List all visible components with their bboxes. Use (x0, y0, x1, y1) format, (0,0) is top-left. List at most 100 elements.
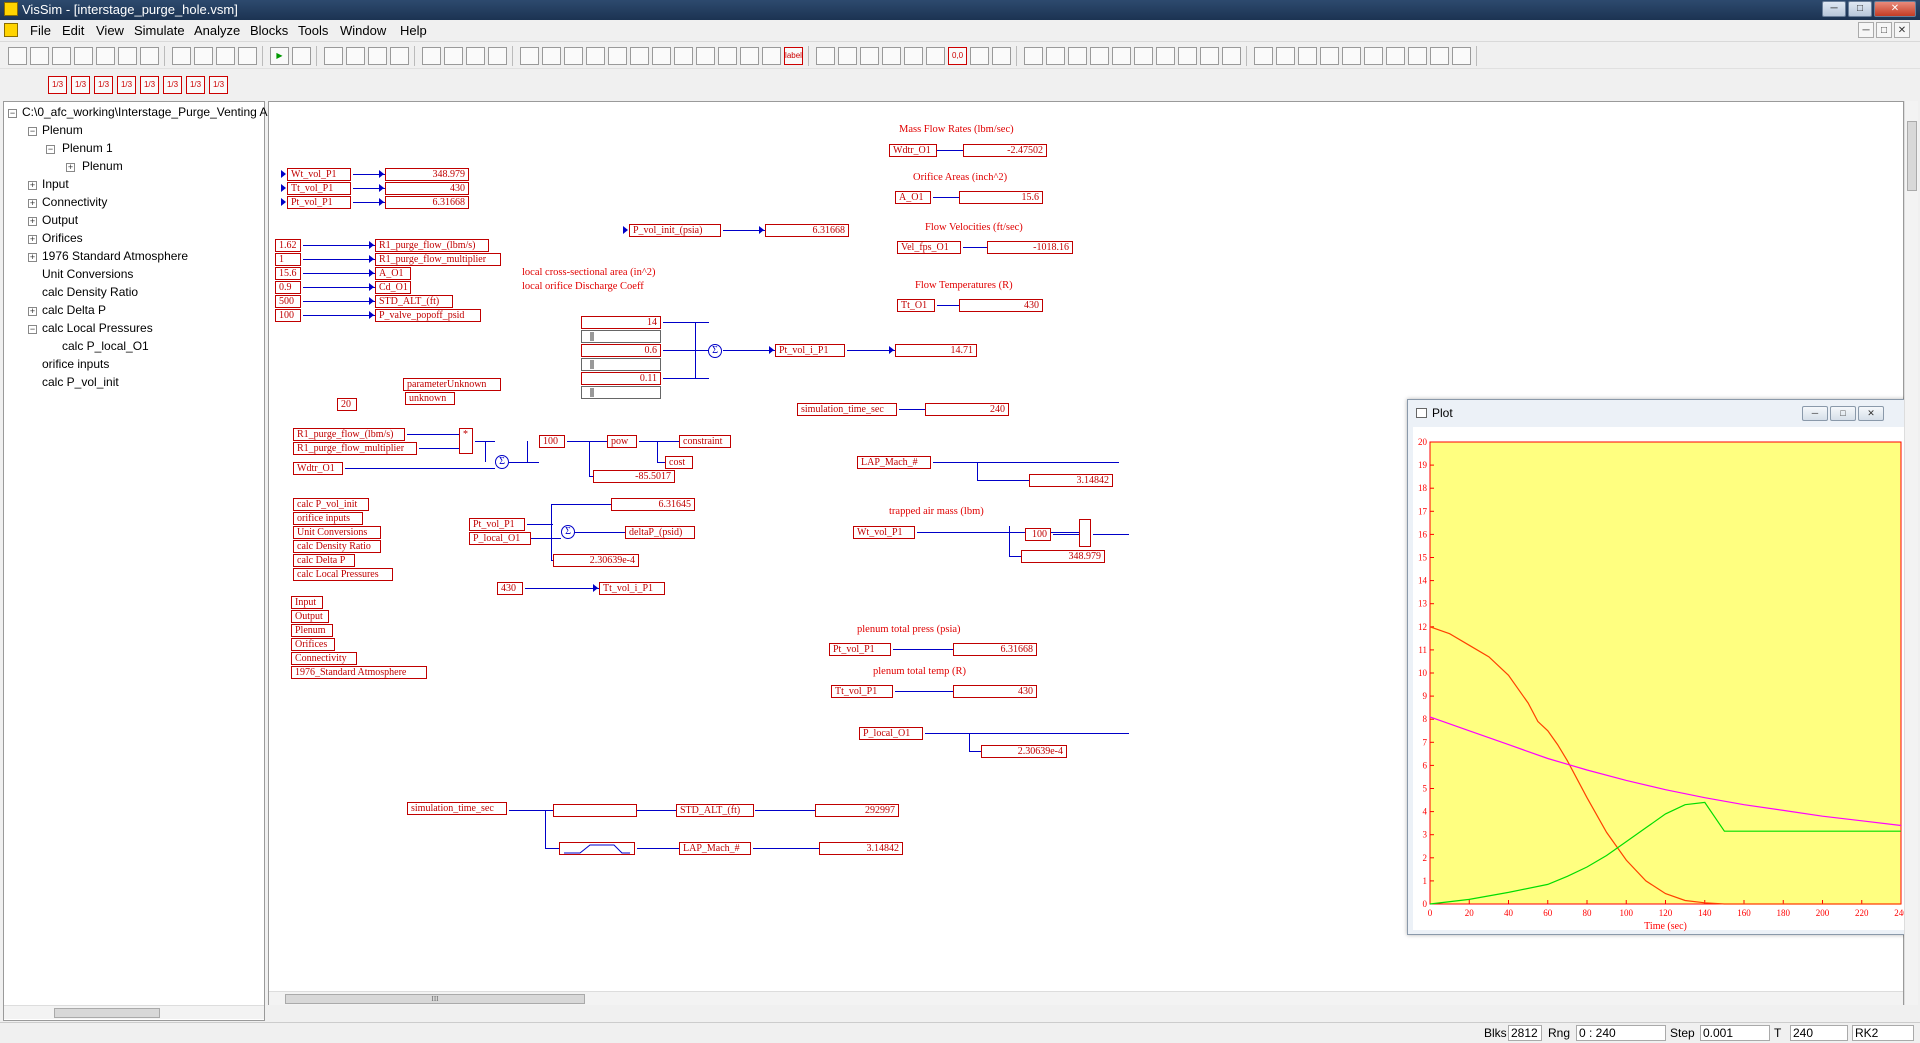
mdi-close-button[interactable]: ✕ (1894, 22, 1910, 38)
toolbar-b7-button[interactable] (520, 47, 539, 65)
display-block[interactable]: 6.31668 (953, 643, 1037, 656)
toolbar-block-button[interactable]: 1/3 (117, 76, 136, 94)
toolbar-paste-button[interactable] (140, 47, 159, 65)
toolbar-wire-in-button[interactable] (172, 47, 191, 65)
toolbar-b41-button[interactable] (1342, 47, 1361, 65)
toolbar-b32-button[interactable] (1134, 47, 1153, 65)
collapse-icon[interactable]: − (46, 144, 55, 154)
toolbar-b35-button[interactable] (1200, 47, 1219, 65)
collapse-icon[interactable]: − (28, 126, 37, 136)
const-block[interactable]: 20 (337, 398, 357, 411)
toolbar-wire-out-button[interactable] (194, 47, 213, 65)
gain-block[interactable]: 100 (539, 435, 565, 448)
compound-block[interactable]: Output (291, 610, 329, 623)
toolbar-demote-button[interactable] (238, 47, 257, 65)
toolbar-0,0-button[interactable]: 0,0 (948, 47, 967, 65)
toolbar-block-button[interactable]: 1/3 (186, 76, 205, 94)
expand-icon[interactable]: + (28, 306, 37, 316)
toolbar-reset-button[interactable] (346, 47, 365, 65)
tree-item-orifices[interactable]: Orifices (42, 231, 83, 245)
toolbar-b24-button[interactable] (926, 47, 945, 65)
tree-item-plenum-sub[interactable]: Plenum (82, 159, 123, 173)
toolbar-b1-button[interactable] (368, 47, 387, 65)
maximize-button[interactable]: □ (1848, 1, 1872, 17)
menu-simulate[interactable]: Simulate (134, 23, 185, 38)
summing-junction[interactable]: Σ (708, 344, 722, 358)
toolbar-new-button[interactable] (8, 47, 27, 65)
const-block[interactable]: 1 (275, 253, 301, 266)
expand-icon[interactable]: + (28, 252, 37, 262)
variable-block[interactable]: deltaP_(psid) (625, 526, 695, 539)
const-block[interactable]: 0.9 (275, 281, 301, 294)
toolbar-b11-button[interactable] (608, 47, 627, 65)
toolbar-b44-button[interactable] (1408, 47, 1427, 65)
variable-block[interactable]: Pt_vol_P1 (829, 643, 891, 656)
minimize-button[interactable]: ─ (1822, 1, 1846, 17)
display-block[interactable]: 430 (953, 685, 1037, 698)
compound-block[interactable]: calc Density Ratio (293, 540, 381, 553)
const-block[interactable]: 100 (1025, 528, 1051, 541)
plot-minimize-button[interactable]: ─ (1802, 406, 1828, 421)
toolbar-b30-button[interactable] (1090, 47, 1109, 65)
variable-block[interactable]: STD_ALT_(ft) (375, 295, 453, 308)
variable-block[interactable]: R1_purge_flow_(lbm/s) (293, 428, 405, 441)
toolbar-b14-button[interactable] (674, 47, 693, 65)
constraint-block[interactable]: constraint (679, 435, 731, 448)
slider-block[interactable]: 14 (581, 316, 661, 329)
display-block[interactable]: -85.5017 (593, 470, 675, 483)
toolbar-b4-button[interactable] (444, 47, 463, 65)
menu-view[interactable]: View (96, 23, 124, 38)
toolbar-b16-button[interactable] (718, 47, 737, 65)
display-block[interactable]: 430 (959, 299, 1043, 312)
slider-block[interactable]: 0.11 (581, 372, 661, 385)
variable-block[interactable]: Tt_O1 (897, 299, 935, 312)
toolbar-b21-button[interactable] (860, 47, 879, 65)
toolbar-b45-button[interactable] (1430, 47, 1449, 65)
pow-block[interactable]: pow (607, 435, 637, 448)
tree-item-unit-conversions[interactable]: Unit Conversions (42, 267, 134, 281)
cost-block[interactable]: cost (665, 456, 693, 469)
variable-block[interactable]: Wdtr_O1 (293, 462, 343, 475)
variable-block[interactable]: unknown (405, 392, 455, 405)
display-block[interactable]: 6.31668 (385, 196, 469, 209)
const-block[interactable]: 100 (275, 309, 301, 322)
toolbar-b15-button[interactable] (696, 47, 715, 65)
plot-maximize-button[interactable]: □ (1830, 406, 1856, 421)
const-block[interactable]: 1.62 (275, 239, 301, 252)
compound-block[interactable]: calc P_vol_init (293, 498, 369, 511)
tree-item-density-ratio[interactable]: calc Density Ratio (42, 285, 139, 299)
slider-track[interactable] (581, 358, 661, 371)
toolbar-b43-button[interactable] (1386, 47, 1405, 65)
function-block[interactable] (553, 804, 637, 817)
display-block[interactable]: 348.979 (1021, 550, 1105, 563)
toolbar-block-button[interactable]: 1/3 (163, 76, 182, 94)
slider-block[interactable]: 0.6 (581, 344, 661, 357)
toolbar-b18-button[interactable] (762, 47, 781, 65)
variable-block[interactable]: Wt_vol_P1 (287, 168, 351, 181)
toolbar-b40-button[interactable] (1320, 47, 1339, 65)
summing-junction[interactable]: Σ (561, 525, 575, 539)
variable-block[interactable]: R1_purge_flow_multiplier (375, 253, 501, 266)
scroll-thumb[interactable] (1907, 121, 1917, 191)
display-block[interactable]: 292997 (815, 804, 899, 817)
display-block[interactable]: 348.979 (385, 168, 469, 181)
diagram-canvas[interactable]: Wt_vol_P1 348.979 Tt_vol_P1 430 Pt_vol_P… (268, 101, 1910, 1005)
variable-block[interactable]: Wdtr_O1 (889, 144, 937, 157)
tree-horizontal-scrollbar[interactable] (4, 1005, 264, 1019)
variable-block[interactable]: parameterUnknown (403, 378, 501, 391)
variable-block[interactable]: STD_ALT_(ft) (676, 804, 754, 817)
toolbar-run-button[interactable]: ▶ (270, 47, 289, 65)
toolbar-step-button[interactable] (324, 47, 343, 65)
compound-block[interactable]: Orifices (291, 638, 335, 651)
variable-block[interactable]: P_valve_popoff_psid (375, 309, 481, 322)
menu-help[interactable]: Help (400, 23, 427, 38)
toolbar-block-button[interactable]: 1/3 (71, 76, 90, 94)
toolbar-cut-button[interactable] (96, 47, 115, 65)
canvas-horizontal-scrollbar[interactable]: III (269, 991, 1903, 1005)
compound-block[interactable]: 1976_Standard Atmosphere (291, 666, 427, 679)
const-block[interactable]: 430 (497, 582, 523, 595)
toolbar-b46-button[interactable] (1452, 47, 1471, 65)
mdi-restore-button[interactable]: □ (1876, 22, 1892, 38)
toolbar-open-button[interactable] (30, 47, 49, 65)
variable-block[interactable]: Tt_vol_P1 (831, 685, 893, 698)
